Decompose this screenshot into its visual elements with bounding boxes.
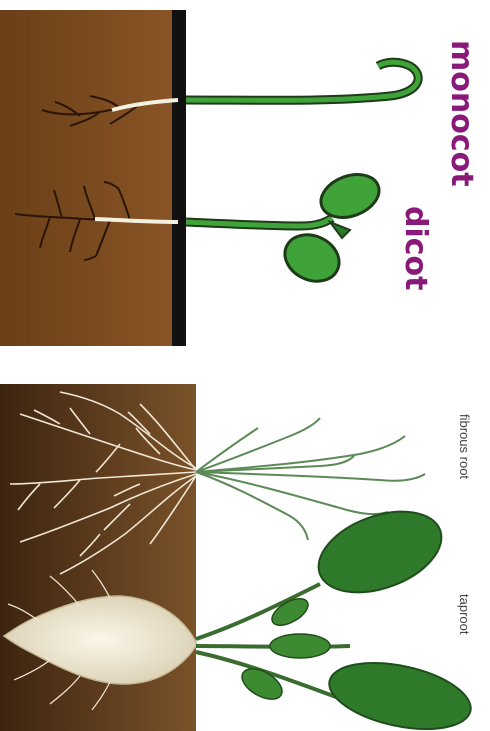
monocot-dicot-diagram: monocot dicot [0,0,490,346]
dicot-cotyledon-left [315,167,385,225]
label-fibrous-root: fibrous root [457,414,472,479]
fibrous-taproot-diagram: fibrous root taproot [0,384,490,731]
soil-region [0,10,178,346]
dicot-cotyledon-right [277,226,346,290]
dicot-plumule [330,222,350,238]
monocot-dicot-illustration: monocot dicot [0,0,490,346]
label-dicot: dicot [398,206,433,291]
fibrous-taproot-illustration: fibrous root taproot [0,384,490,731]
label-taproot: taproot [457,594,472,635]
taproot-leaves [196,496,477,731]
label-monocot: monocot [444,40,479,187]
soil-surface-line [172,10,186,346]
